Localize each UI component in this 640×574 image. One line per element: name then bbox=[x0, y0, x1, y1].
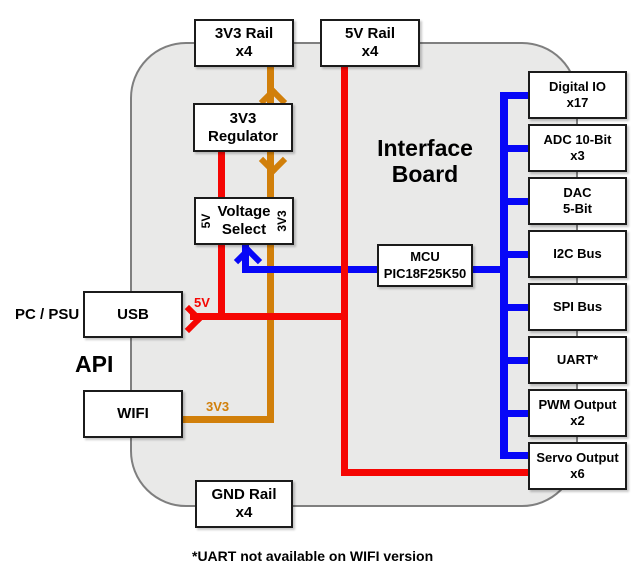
peripheral-servo-line1: Servo Output bbox=[536, 449, 619, 465]
peripheral-spi-line1: SPI Bus bbox=[552, 298, 603, 314]
box-3v3-regulator-line1: 3V3 bbox=[229, 109, 257, 127]
peripheral-box-digital-io: Digital IO x17 bbox=[528, 71, 627, 119]
wire-stub-spi bbox=[500, 304, 528, 311]
box-5v-rail-line2: x4 bbox=[361, 43, 379, 60]
box-wifi-label: WIFI bbox=[117, 405, 149, 423]
box-voltage-select-line2: Select bbox=[221, 221, 267, 238]
wire-stub-dac bbox=[500, 198, 528, 205]
peripheral-digital-io-line2: x17 bbox=[566, 95, 589, 110]
peripheral-dac-line2: 5-Bit bbox=[563, 201, 592, 216]
peripheral-adc-line1: ADC 10-Bit bbox=[543, 131, 612, 147]
box-gnd-rail-line1: GND Rail bbox=[211, 486, 277, 504]
wire-data-mcu-to-bus bbox=[473, 266, 508, 273]
peripheral-box-pwm: PWM Output x2 bbox=[528, 389, 627, 437]
box-5v-rail-line1: 5V Rail bbox=[344, 25, 396, 43]
wire-stub-uart bbox=[500, 357, 528, 364]
peripheral-pwm-line2: x2 bbox=[570, 413, 585, 428]
box-gnd-rail: GND Rail x4 bbox=[195, 480, 293, 528]
wire-data-vselect-to-mcu bbox=[242, 266, 377, 273]
wire-stub-digital-io bbox=[500, 92, 528, 99]
peripheral-dac-line1: DAC bbox=[563, 184, 592, 200]
box-3v3-rail: 3V3 Rail x4 bbox=[194, 19, 294, 67]
wire-5v-servo-horizontal bbox=[344, 469, 528, 476]
peripheral-box-servo: Servo Output x6 bbox=[528, 442, 627, 490]
box-usb-label: USB bbox=[117, 305, 149, 323]
peripheral-box-uart: UART* bbox=[528, 336, 627, 384]
wire-stub-pwm bbox=[500, 410, 528, 417]
board-title: Interface Board bbox=[345, 135, 505, 187]
wire-5v-usb-horizontal bbox=[190, 313, 348, 320]
wire-3v3-vertical bbox=[267, 67, 274, 423]
wire-label-3v3: 3V3 bbox=[206, 399, 230, 414]
peripheral-servo-line2: x6 bbox=[570, 466, 585, 481]
wire-data-bus-vertical bbox=[500, 92, 508, 459]
peripheral-box-adc: ADC 10-Bit x3 bbox=[528, 124, 627, 172]
peripheral-box-spi: SPI Bus bbox=[528, 283, 627, 331]
wire-label-5v: 5V bbox=[194, 295, 210, 310]
board-title-line2: Board bbox=[391, 161, 459, 187]
peripheral-digital-io-line1: Digital IO bbox=[548, 78, 607, 94]
wire-5v-rail-vertical bbox=[341, 67, 348, 476]
box-3v3-regulator-line2: Regulator bbox=[207, 127, 278, 145]
peripheral-uart-line1: UART* bbox=[556, 351, 599, 367]
peripheral-box-i2c: I2C Bus bbox=[528, 230, 627, 278]
wire-3v3-wifi-horizontal bbox=[183, 416, 274, 423]
wire-data-vselect-vertical bbox=[242, 245, 249, 273]
box-3v3-regulator: 3V3 Regulator bbox=[193, 103, 293, 152]
box-wifi: WIFI bbox=[83, 390, 183, 438]
peripheral-pwm-line1: PWM Output bbox=[538, 396, 617, 412]
footnote-uart: *UART not available on WIFI version bbox=[192, 548, 434, 564]
label-pc-psu: PC / PSU bbox=[15, 306, 80, 323]
wire-stub-adc bbox=[500, 145, 528, 152]
wire-stub-servo bbox=[500, 452, 528, 459]
board-title-line1: Interface bbox=[377, 135, 473, 161]
box-5v-rail: 5V Rail x4 bbox=[320, 19, 420, 67]
voltage-select-3v3-side-label: 3V3 bbox=[274, 210, 289, 232]
box-3v3-rail-line1: 3V3 Rail bbox=[214, 25, 274, 43]
peripheral-box-dac: DAC 5-Bit bbox=[528, 177, 627, 225]
voltage-select-5v-side-label: 5V bbox=[198, 213, 213, 229]
box-voltage-select: Voltage Select 5V 3V3 bbox=[194, 197, 294, 245]
peripheral-i2c-line1: I2C Bus bbox=[553, 245, 602, 261]
box-3v3-rail-line2: x4 bbox=[235, 43, 253, 60]
box-usb: USB bbox=[83, 291, 183, 338]
box-voltage-select-line1: Voltage bbox=[217, 203, 271, 221]
label-api: API bbox=[75, 351, 114, 377]
box-mcu-line2: PIC18F25K50 bbox=[383, 265, 467, 281]
box-gnd-rail-line2: x4 bbox=[235, 504, 253, 521]
box-mcu-line1: MCU bbox=[410, 248, 440, 264]
peripheral-adc-line2: x3 bbox=[570, 148, 585, 163]
box-mcu: MCU PIC18F25K50 bbox=[377, 244, 473, 287]
wire-stub-i2c bbox=[500, 251, 528, 258]
